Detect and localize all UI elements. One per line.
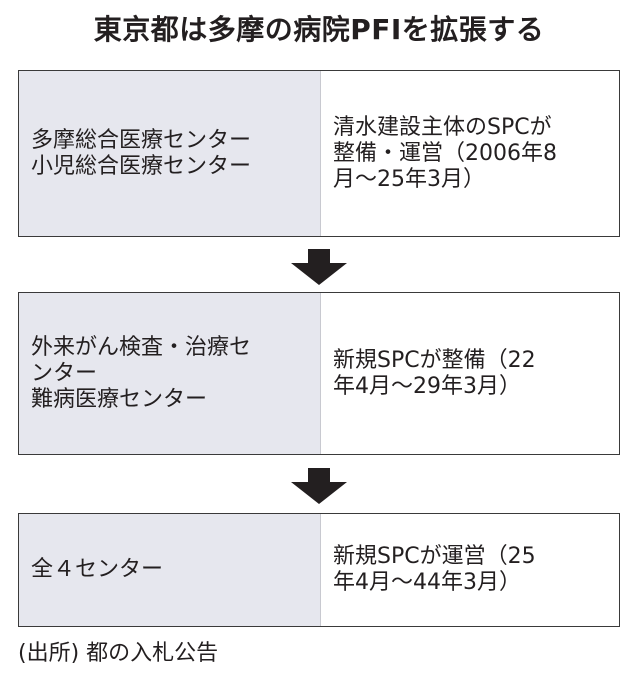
- stage-2-operator: 新規SPCが整備（22 年4月～29年3月）: [321, 293, 619, 454]
- stage-1-facilities: 多摩総合医療センター 小児総合医療センター: [19, 71, 321, 236]
- stage-3-operator-line: 新規SPCが運営（25: [333, 544, 536, 569]
- stage-box-2: 外来がん検査・治療セ ンター 難病医療センター 新規SPCが整備（22 年4月～…: [18, 292, 620, 455]
- stage-2-operator-line: 新規SPCが整備（22: [333, 347, 536, 373]
- stage-3-facility-line: 全４センター: [31, 557, 164, 582]
- down-arrow-icon: [291, 468, 347, 504]
- diagram-title: 東京都は多摩の病院PFIを拡張する: [93, 13, 545, 46]
- down-arrow-icon: [291, 249, 347, 285]
- stage-1-operator-line: 清水建設主体のSPCが: [333, 114, 552, 140]
- stage-2-facility-line: ンター: [31, 360, 98, 386]
- stage-1-operator: 清水建設主体のSPCが 整備・運営（2006年8 月～25年3月）: [321, 71, 619, 236]
- stage-3-operator-line: 年4月～44年3月）: [333, 570, 521, 595]
- stage-1-operator-line: 月～25年3月）: [333, 166, 485, 192]
- stage-box-1: 多摩総合医療センター 小児総合医療センター 清水建設主体のSPCが 整備・運営（…: [18, 70, 620, 237]
- stage-1-facility-line: 小児総合医療センター: [31, 153, 252, 179]
- stage-3-facilities: 全４センター: [19, 514, 321, 626]
- stage-1-facility-line: 多摩総合医療センター: [31, 127, 252, 153]
- stage-2-facilities: 外来がん検査・治療セ ンター 難病医療センター: [19, 293, 321, 454]
- stage-1-operator-line: 整備・運営（2006年8: [333, 140, 557, 166]
- stage-2-facility-line: 外来がん検査・治療セ: [31, 334, 252, 360]
- stage-2-facility-line: 難病医療センター: [31, 386, 208, 412]
- source-note: (出所) 都の入札公告: [18, 641, 219, 666]
- stage-2-operator-line: 年4月～29年3月）: [333, 373, 521, 399]
- stage-3-operator: 新規SPCが運営（25 年4月～44年3月）: [321, 514, 619, 626]
- stage-box-3: 全４センター 新規SPCが運営（25 年4月～44年3月）: [18, 513, 620, 627]
